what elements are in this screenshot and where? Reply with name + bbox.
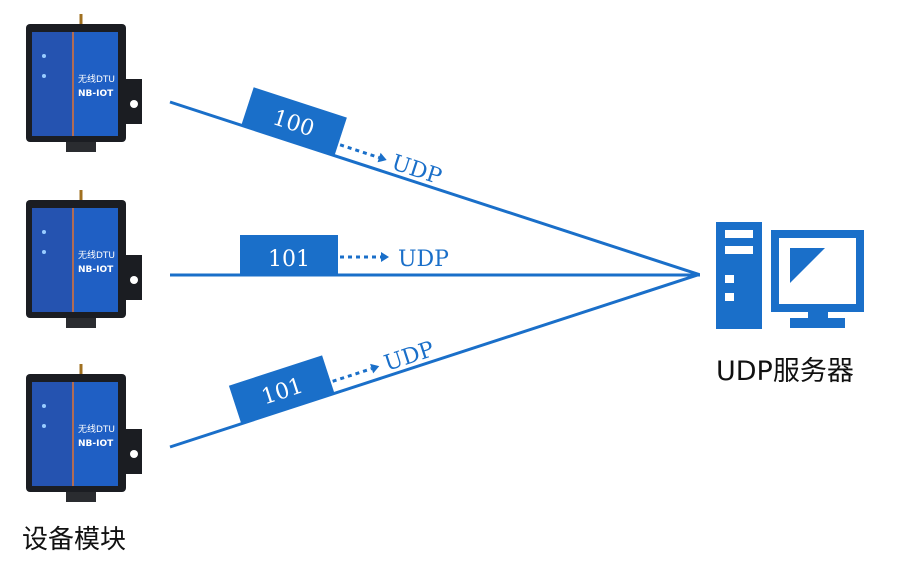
link-line <box>169 272 701 449</box>
packet-label: 101 <box>268 247 310 272</box>
packet-box <box>228 355 335 424</box>
dotted-arrow <box>339 143 380 159</box>
device-model: NB-IOT <box>78 89 114 99</box>
arrow-head-icon <box>377 152 387 163</box>
protocol-label: UDP <box>388 150 444 190</box>
device-model: NB-IOT <box>78 265 114 275</box>
device-title: 无线DTU <box>78 423 115 435</box>
packet-box <box>240 235 338 275</box>
device-3: 无线DTU NB-IOT <box>24 362 144 504</box>
device-title: 无线DTU <box>78 73 115 85</box>
protocol-label: UDP <box>381 337 437 377</box>
packet-box <box>241 87 347 156</box>
protocol-label: UDP <box>398 247 449 272</box>
device-2: 无线DTU NB-IOT <box>24 188 144 330</box>
devices-label: 设备模块 <box>22 525 126 555</box>
server-computer-icon <box>716 222 864 329</box>
link-line <box>169 100 701 277</box>
dotted-arrow <box>332 367 373 383</box>
device-1: 无线DTU NB-IOT <box>24 12 144 154</box>
device-model: NB-IOT <box>78 439 114 449</box>
device-title: 无线DTU <box>78 249 115 261</box>
link-2: 101 UDP <box>170 235 700 277</box>
arrow-head-icon <box>370 363 380 374</box>
server-label: UDP服务器 <box>716 356 854 387</box>
arrow-head-icon <box>381 252 389 262</box>
